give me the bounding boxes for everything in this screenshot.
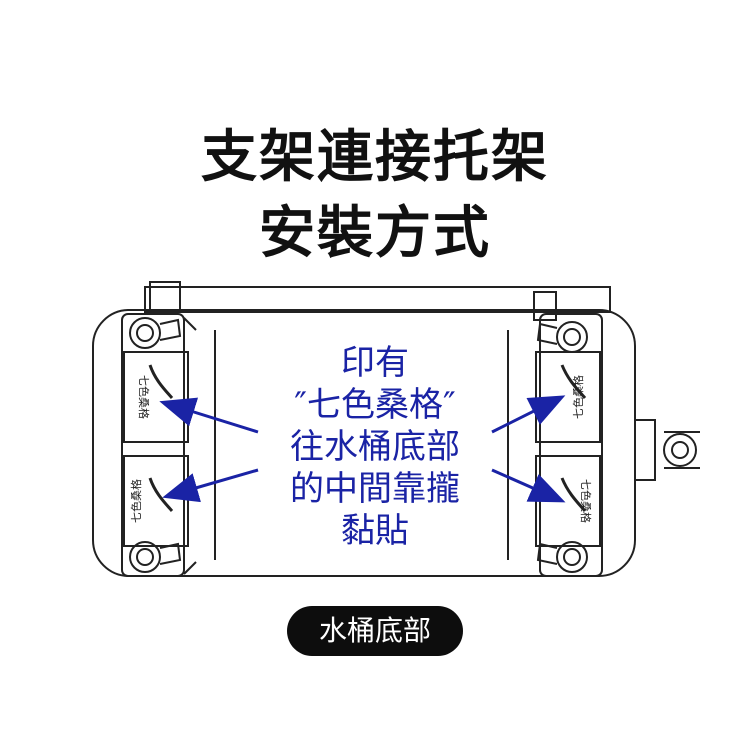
instruction-line-2: ″七色桑格″ bbox=[294, 385, 456, 425]
instruction-line-3: 往水桶底部 bbox=[290, 427, 460, 467]
arrow-left-top bbox=[159, 397, 259, 434]
instruction-line-5: 黏貼 bbox=[341, 511, 409, 551]
arrow-right-bottom bbox=[491, 468, 566, 503]
instruction-line-1: 印有 bbox=[341, 343, 409, 383]
side-clamp bbox=[634, 419, 700, 481]
sticker-right-top bbox=[535, 351, 601, 443]
arrow-left-bottom bbox=[162, 468, 259, 503]
rail-clamp-right bbox=[533, 291, 557, 321]
bucket-bottom-badge: 水桶底部 bbox=[287, 606, 463, 656]
bracket-right bbox=[539, 313, 603, 577]
diagram-title-line-2: 安裝方式 bbox=[259, 201, 491, 266]
instruction-text: 印有 ″七色桑格″ 往水桶底部 的中間靠攏 黏貼 bbox=[250, 342, 500, 552]
knob-left-bottom bbox=[129, 541, 182, 573]
knob-right-top bbox=[536, 321, 588, 353]
arrow-right-top bbox=[491, 395, 566, 434]
sticker-label-right-bottom: 七色桑格 bbox=[579, 479, 593, 523]
sticker-left-top bbox=[123, 351, 189, 443]
rail-clamp-left bbox=[149, 281, 181, 313]
bracket-left bbox=[121, 313, 185, 577]
sticker-label-right-top: 七色桑格 bbox=[571, 375, 585, 419]
diagram-title-line-1: 支架連接托架 bbox=[201, 125, 549, 190]
sticker-label-left-top: 七色桑格 bbox=[137, 375, 151, 419]
knob-left-top bbox=[129, 317, 182, 349]
top-rail bbox=[144, 286, 611, 313]
sticker-label-left-bottom: 七色桑格 bbox=[129, 479, 143, 523]
instruction-line-4: 的中間靠攏 bbox=[290, 469, 460, 509]
knob-right-bottom bbox=[536, 541, 588, 573]
